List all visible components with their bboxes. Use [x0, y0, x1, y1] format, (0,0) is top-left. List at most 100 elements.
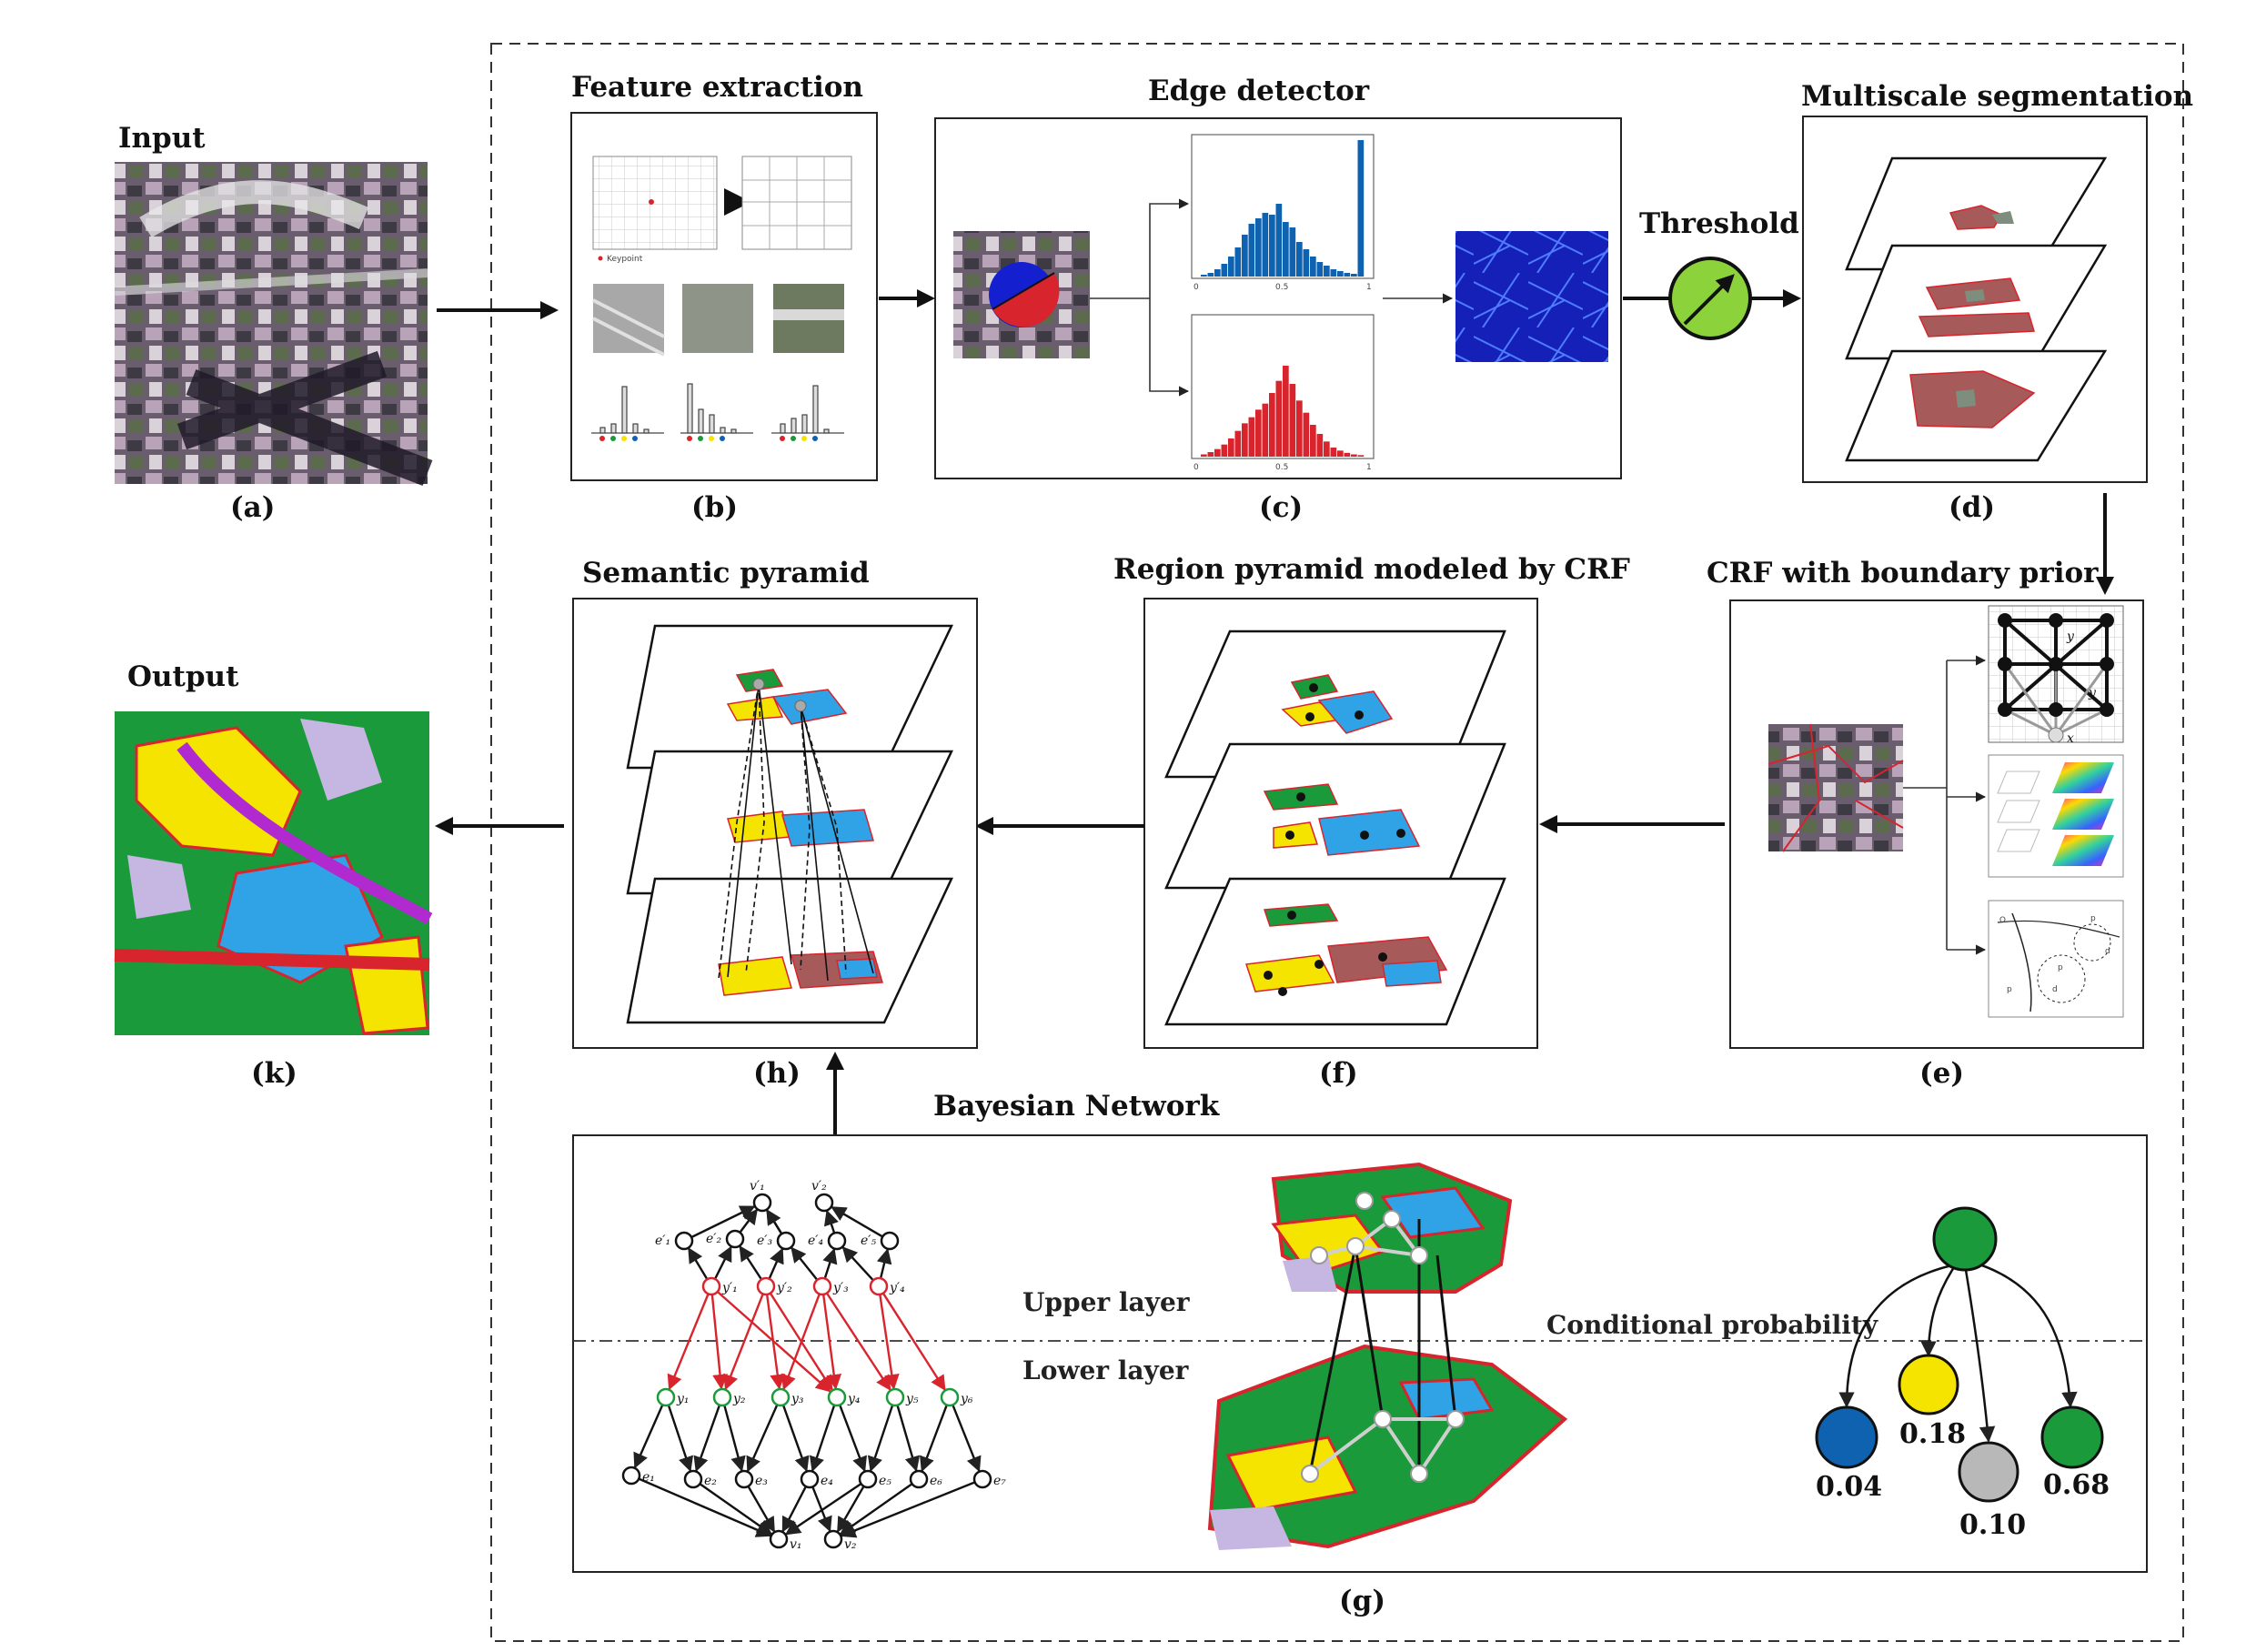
histogram-bar: [1269, 393, 1275, 457]
bn-edge: [700, 1483, 773, 1536]
bn-edge: [740, 1208, 759, 1233]
input-title: Input: [118, 122, 206, 155]
feature-extraction-title: Feature extraction: [571, 71, 863, 104]
bn-top-node: [814, 1193, 834, 1213]
bn-edge: [920, 1405, 948, 1473]
histogram-bar: [1248, 224, 1255, 277]
keypoint-legend: Keypoint: [607, 255, 643, 264]
bn-upper-y-node: [756, 1276, 776, 1296]
semantic-pyramid-title: Semantic pyramid: [582, 557, 870, 589]
caption-f: (f): [1319, 1057, 1358, 1090]
bn-lower-e-label: e₆: [930, 1474, 942, 1488]
histogram-bar: [1357, 140, 1365, 277]
histogram-bar: [1296, 400, 1303, 457]
region-pyramid-panel: Region pyramid modeled by CRF (f): [1113, 553, 1630, 1090]
bn-edge: [633, 1405, 664, 1469]
p-label-1: p: [2090, 914, 2096, 923]
bn-upper-e-node: [776, 1231, 796, 1251]
histogram-bar: [1214, 269, 1221, 277]
histogram-bar: [1337, 271, 1344, 277]
bayesian-network-title: Bayesian Network: [933, 1090, 1221, 1123]
root-node: [1932, 1206, 1998, 1272]
histogram-bar: [1351, 274, 1357, 277]
bn-lower-e-node: [972, 1469, 992, 1489]
histogram-bar: [1275, 204, 1283, 277]
bn-lower-y-node: [827, 1387, 847, 1407]
bn-lower-y-node: [940, 1387, 960, 1407]
bn-edges: [633, 1205, 982, 1538]
histogram-bar: [1228, 438, 1234, 457]
bn-lower-e-node: [734, 1469, 754, 1489]
bn-edge: [784, 1483, 861, 1536]
region-graph-image: [1207, 1162, 1568, 1550]
bn-edge: [782, 1405, 810, 1473]
bn-lower-e-node: [621, 1466, 641, 1486]
histogram-bar: [1214, 448, 1221, 457]
bn-upper-e-node: [674, 1231, 694, 1251]
omega-label: Ω: [1999, 916, 2006, 925]
caption-g: (g): [1339, 1585, 1385, 1617]
histogram-bar: [1310, 425, 1316, 457]
bn-upper-e-label: e′₂: [706, 1232, 721, 1246]
bn-upper-e-label: e′₁: [655, 1234, 670, 1248]
bn-edge: [667, 1294, 710, 1391]
bn-lower-y-label: y₅: [905, 1392, 919, 1406]
bn-lower-e-node: [858, 1469, 878, 1489]
bn-lower-y-node: [712, 1387, 732, 1407]
superpixel-image: [1768, 724, 1903, 851]
edge-detector-title: Edge detector: [1148, 75, 1370, 107]
histogram-bar: [1310, 257, 1316, 277]
tick-red-05: 0.5: [1275, 463, 1288, 472]
histogram-bar: [1289, 384, 1296, 457]
bn-edge: [688, 1247, 708, 1280]
class-node-green: [2040, 1405, 2104, 1469]
bn-edge: [952, 1405, 982, 1473]
edge-map: [1455, 231, 1608, 362]
histogram-bar: [1207, 273, 1214, 277]
class-node-gray: [1958, 1441, 2019, 1503]
tick-red-0: 0: [1193, 463, 1199, 472]
bn-upper-y-node: [812, 1276, 832, 1296]
bn-edge: [717, 1291, 831, 1393]
histogram-bar: [1242, 423, 1248, 457]
bn-edge: [822, 1247, 838, 1278]
bn-lower-y-label: y₄: [847, 1392, 861, 1406]
bn-edge: [867, 1405, 893, 1473]
edge-detector-panel: Edge detector 0 0.5 1 0 0.5 1 (c): [934, 75, 1622, 524]
histogram-bar: [1283, 222, 1289, 277]
bn-lower-y-label: y₂: [732, 1392, 746, 1406]
bn-upper-e-label: e′₅: [861, 1234, 876, 1248]
bn-edge: [840, 1481, 975, 1538]
bn-lower-y-node: [770, 1387, 791, 1407]
bn-edge: [896, 1405, 921, 1473]
histogram-bar: [1283, 366, 1289, 457]
boundary-distance-sketch: [1988, 900, 2124, 1018]
histogram-bar: [1324, 266, 1330, 277]
d-label-1: d: [2105, 947, 2110, 956]
bn-bottom-label: v₂: [844, 1537, 857, 1552]
bn-edge: [823, 1209, 839, 1233]
histogram-bar: [1242, 235, 1248, 277]
histogram-bar: [1201, 454, 1207, 457]
bn-edge: [768, 1247, 784, 1279]
p-label-2: p: [2058, 963, 2063, 972]
patch-2: [682, 284, 753, 353]
bn-edge: [693, 1405, 720, 1473]
crf-boundary-panel: CRF with boundary prior y y x: [1707, 557, 2144, 1090]
bn-lower-e-label: e₁: [642, 1470, 655, 1485]
bn-lower-y-node: [885, 1387, 905, 1407]
crf-label-yj: y: [2088, 686, 2097, 700]
output-panel: Output (k): [114, 660, 433, 1090]
bn-lower-y-label: y₁: [676, 1392, 690, 1406]
bn-edge: [739, 1244, 762, 1280]
bn-lower-e-node: [909, 1469, 929, 1489]
bn-lower-y-label: y₃: [791, 1392, 804, 1406]
crf-boundary-title: CRF with boundary prior: [1707, 557, 2099, 589]
histogram-bar: [1234, 247, 1242, 277]
histogram-bar: [1234, 430, 1242, 457]
tick-blue-0: 0: [1193, 283, 1199, 292]
bn-top-node: [752, 1193, 772, 1213]
region-pyramid-title: Region pyramid modeled by CRF: [1113, 553, 1630, 586]
histogram-red-bars: [1201, 366, 1365, 457]
